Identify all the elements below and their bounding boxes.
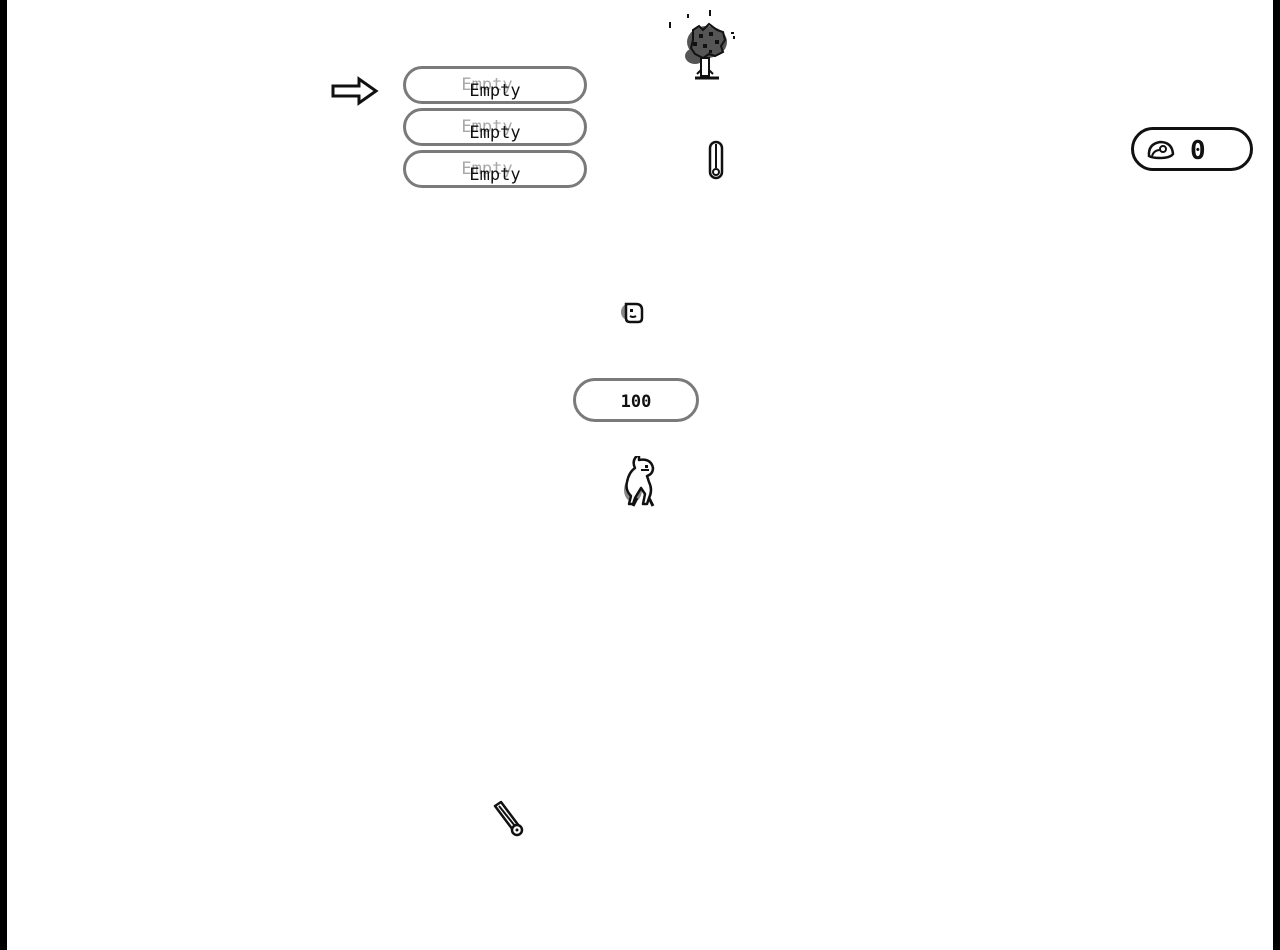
potion-vial-icon <box>708 140 724 180</box>
gold-counter: 0 <box>1131 127 1253 171</box>
hp-display: 100 <box>573 378 699 422</box>
sword-item-icon[interactable] <box>491 800 527 840</box>
slot-label-shadow: Empty <box>461 159 513 179</box>
right-arrow-icon <box>331 76 379 106</box>
slot-label-shadow: Empty <box>461 117 513 137</box>
slot-label: Empty <box>469 123 521 143</box>
game-screen: Empty Empty Empty Empty Empty Empty <box>7 0 1273 950</box>
player-character-icon <box>624 456 655 507</box>
inventory-slot-1[interactable]: Empty Empty <box>403 66 587 104</box>
hp-value: 100 <box>620 392 652 412</box>
tree-icon <box>669 10 735 80</box>
slot-label: Empty <box>469 165 521 185</box>
inventory-slot-3[interactable]: Empty Empty <box>403 150 587 188</box>
slot-label-shadow: Empty <box>461 75 513 95</box>
gold-amount: 0 <box>1190 136 1206 166</box>
inventory-slot-2[interactable]: Empty Empty <box>403 108 587 146</box>
coin-purse-icon <box>1147 140 1175 160</box>
seed-pouch-icon <box>621 302 644 324</box>
slot-label: Empty <box>469 81 521 101</box>
